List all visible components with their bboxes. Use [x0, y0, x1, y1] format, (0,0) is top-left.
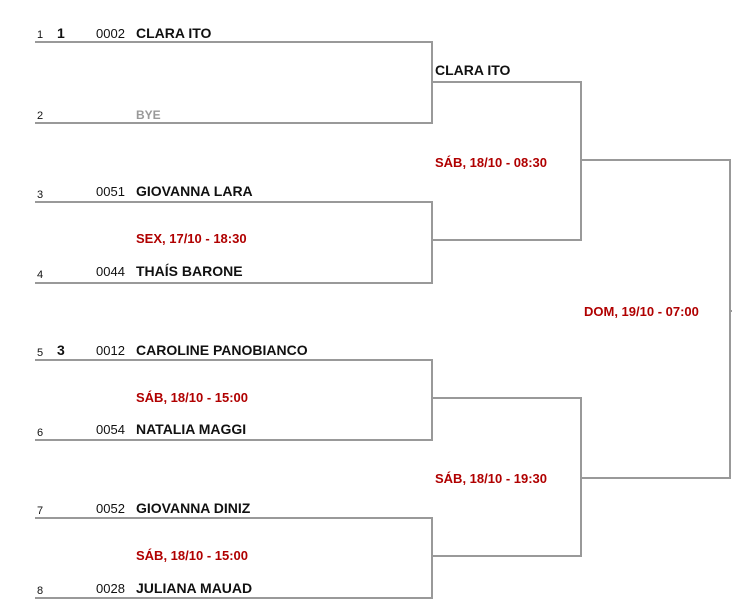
bye-label: BYE [136, 108, 161, 122]
player-id: 0044 [96, 264, 125, 279]
round2-winner[interactable]: CLARA ITO [435, 62, 511, 78]
seed-number: 1 [57, 25, 65, 41]
slot-line-5 [35, 359, 433, 361]
match-connector [431, 359, 433, 441]
final-stub [729, 310, 732, 312]
slot-line-6 [35, 439, 433, 441]
match-date: SÁB, 18/10 - 15:00 [136, 390, 249, 405]
slot-line-4 [35, 282, 433, 284]
slot-position: 7 [37, 505, 44, 517]
match-date: SEX, 17/10 - 18:30 [136, 231, 247, 246]
slot-position: 4 [37, 269, 44, 281]
final-date: DOM, 19/10 - 07:00 [584, 304, 699, 319]
slot-line-1 [35, 41, 433, 43]
slot-line-7 [35, 517, 433, 519]
slot-line-3 [35, 201, 433, 203]
slot-position: 3 [37, 189, 44, 201]
slot-position: 1 [37, 29, 44, 41]
player-name[interactable]: CLARA ITO [136, 25, 212, 41]
match-connector [431, 517, 433, 599]
player-name[interactable]: NATALIA MAGGI [136, 421, 247, 437]
r2-line [431, 239, 582, 241]
match-connector [431, 201, 433, 284]
player-id: 0012 [96, 343, 125, 358]
r2-line [431, 81, 582, 83]
player-name[interactable]: CAROLINE PANOBIANCO [136, 342, 308, 358]
r3-line [580, 159, 731, 161]
player-name[interactable]: THAÍS BARONE [136, 263, 243, 279]
match-date: SÁB, 18/10 - 15:00 [136, 548, 249, 563]
r2-line [431, 555, 582, 557]
player-name[interactable]: JULIANA MAUAD [136, 580, 253, 596]
slot-position: 8 [37, 585, 44, 597]
match-date: SÁB, 18/10 - 19:30 [435, 471, 548, 486]
r2-line [431, 397, 582, 399]
player-id: 0052 [96, 501, 125, 516]
seed-number: 3 [57, 342, 65, 358]
r3-line [580, 477, 731, 479]
r2-connector [580, 81, 582, 241]
slot-position: 2 [37, 110, 44, 122]
slot-line-8 [35, 597, 433, 599]
player-id: 0051 [96, 184, 125, 199]
player-id: 0028 [96, 581, 125, 596]
player-name[interactable]: GIOVANNA DINIZ [136, 500, 251, 516]
player-id: 0002 [96, 26, 125, 41]
slot-line-2 [35, 122, 433, 124]
final-connector [729, 159, 731, 479]
player-name[interactable]: GIOVANNA LARA [136, 183, 253, 199]
slot-position: 5 [37, 347, 44, 359]
slot-position: 6 [37, 427, 44, 439]
match-date: SÁB, 18/10 - 08:30 [435, 155, 548, 170]
player-id: 0054 [96, 422, 125, 437]
